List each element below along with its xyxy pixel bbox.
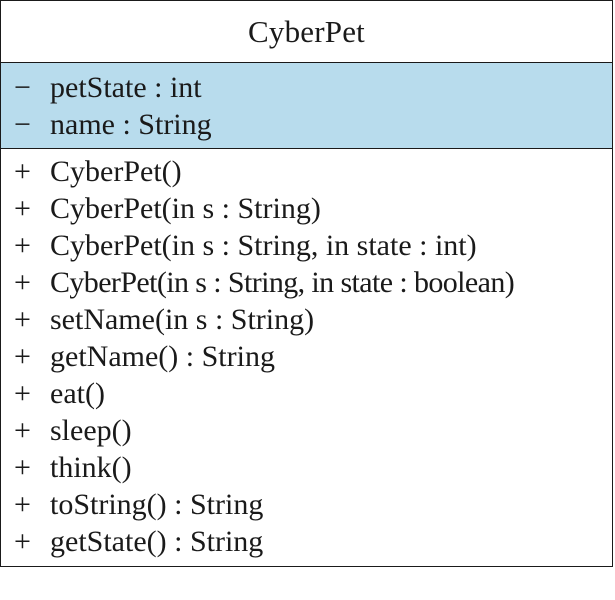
public-visibility-marker: + (14, 524, 31, 558)
operation-text: CyberPet(in s : String) (50, 191, 321, 225)
operation-text: setName(in s : String) (50, 302, 315, 336)
operation-row: + toString() : String (1, 486, 612, 523)
public-visibility-marker: + (14, 302, 31, 336)
operation-text: toString() : String (50, 487, 264, 521)
public-visibility-marker: + (14, 154, 31, 188)
public-visibility-marker: + (14, 191, 31, 225)
operation-row: + CyberPet(in s : String, in state : int… (1, 227, 612, 264)
operation-row: + CyberPet() (1, 153, 612, 190)
attribute-text: petState : int (50, 70, 202, 104)
operations-compartment: + CyberPet() + CyberPet(in s : String) +… (1, 149, 612, 560)
operation-text: sleep() (50, 413, 132, 447)
public-visibility-marker: + (14, 265, 31, 299)
public-visibility-marker: + (14, 228, 31, 262)
operation-text: CyberPet(in s : String, in state : boole… (50, 265, 515, 299)
operation-row: + CyberPet(in s : String) (1, 190, 612, 227)
attribute-row: − name : String (1, 106, 612, 143)
operation-row: + CyberPet(in s : String, in state : boo… (1, 264, 612, 301)
operation-text: getName() : String (50, 339, 275, 373)
operation-row: + setName(in s : String) (1, 301, 612, 338)
operation-text: getState() : String (50, 524, 264, 558)
attribute-text: name : String (50, 107, 212, 141)
operation-row: + think() (1, 449, 612, 486)
class-name: CyberPet (248, 13, 365, 49)
attribute-row: − petState : int (1, 69, 612, 106)
private-visibility-marker: − (14, 70, 31, 104)
operation-text: think() (50, 450, 132, 484)
public-visibility-marker: + (14, 376, 31, 410)
public-visibility-marker: + (14, 487, 31, 521)
public-visibility-marker: + (14, 450, 31, 484)
class-name-compartment: CyberPet (1, 1, 612, 63)
public-visibility-marker: + (14, 339, 31, 373)
public-visibility-marker: + (14, 413, 31, 447)
uml-class-box: CyberPet − petState : int − name : Strin… (0, 0, 613, 567)
operation-row: + sleep() (1, 412, 612, 449)
operation-row: + eat() (1, 375, 612, 412)
operation-text: CyberPet() (50, 154, 182, 188)
operation-text: CyberPet(in s : String, in state : int) (50, 228, 477, 262)
operation-row: + getState() : String (1, 523, 612, 560)
private-visibility-marker: − (14, 107, 31, 141)
attributes-compartment: − petState : int − name : String (1, 63, 612, 149)
operation-row: + getName() : String (1, 338, 612, 375)
operation-text: eat() (50, 376, 105, 410)
